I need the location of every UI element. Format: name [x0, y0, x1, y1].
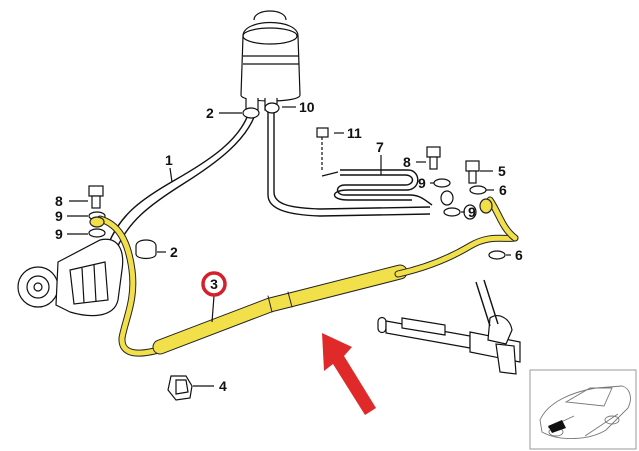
callouts: 1 2 10 11 7 8 9 9 5 6 6 8 9 9 2 4 3 [55, 99, 523, 394]
bolt-11[interactable] [316, 127, 329, 170]
callout-3-selected[interactable]: 3 [201, 271, 227, 297]
callout-9-right-lower[interactable]: 9 [468, 204, 476, 220]
power-steering-pump[interactable] [17, 238, 124, 317]
callout-9-left-upper[interactable]: 9 [55, 208, 63, 224]
cooler-hose[interactable] [267, 112, 431, 217]
callout-2-upper[interactable]: 2 [206, 105, 214, 121]
bolt-8-right[interactable] [426, 146, 441, 170]
hose-clamp-lower[interactable] [135, 239, 157, 260]
callout-6-lower[interactable]: 6 [515, 247, 523, 263]
bolt-8-left[interactable] [88, 185, 104, 209]
callout-8-left[interactable]: 8 [55, 193, 63, 209]
steering-rack[interactable] [377, 279, 521, 375]
callout-5[interactable]: 5 [498, 163, 506, 179]
vehicle-thumbnail[interactable] [529, 369, 637, 450]
pressure-hose-3[interactable] [89, 196, 519, 357]
power-steering-reservoir[interactable] [240, 10, 301, 111]
callout-9-left-lower[interactable]: 9 [55, 226, 63, 242]
callout-11[interactable]: 11 [347, 125, 362, 141]
bolt-5[interactable] [465, 160, 480, 184]
return-hose-1[interactable] [107, 111, 257, 251]
red-arrow-pointer [322, 333, 376, 415]
callout-10[interactable]: 10 [299, 99, 315, 115]
callout-7[interactable]: 7 [376, 139, 384, 155]
hose-clip-4[interactable] [167, 375, 193, 401]
callout-6-upper[interactable]: 6 [499, 182, 507, 198]
callout-3-label: 3 [210, 276, 218, 292]
callout-4[interactable]: 4 [219, 378, 227, 394]
callout-9-right-upper[interactable]: 9 [418, 175, 426, 191]
callout-2-lower[interactable]: 2 [170, 244, 178, 260]
callout-8-right[interactable]: 8 [403, 154, 411, 170]
oil-cooler-coil[interactable] [321, 169, 433, 206]
callout-1[interactable]: 1 [165, 152, 173, 168]
banjo-fittings [440, 190, 477, 220]
leader-lines [67, 106, 511, 387]
hose-clamp-upper[interactable] [242, 102, 280, 119]
